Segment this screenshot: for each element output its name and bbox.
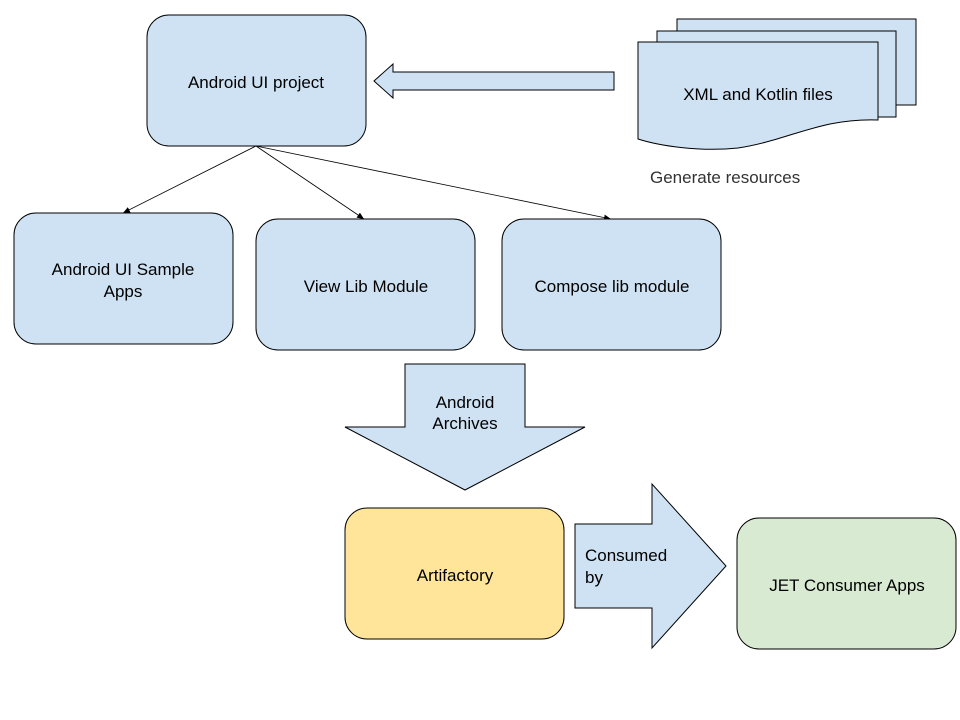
generate-resources-caption: Generate resources [650,168,800,187]
connector-to-sample-apps [122,145,257,214]
consumed-by-arrow: Consumed by [574,482,727,650]
view-lib-module-node: View Lib Module [255,218,476,351]
sample-apps-label-line1: Android UI Sample [52,260,195,279]
android-archives-label-line2: Archives [432,414,497,433]
jet-consumer-apps-label: JET Consumer Apps [769,576,925,595]
consumed-by-label-line1: Consumed [585,546,667,565]
connector-to-compose-lib [255,145,612,221]
view-lib-module-label: View Lib Module [304,277,428,296]
sample-apps-node: Android UI Sample Apps [13,212,234,345]
sample-apps-label-line2: Apps [104,282,143,301]
compose-lib-module-label: Compose lib module [535,277,690,296]
android-ui-project-node: Android UI project [146,14,367,147]
artifactory-label: Artifactory [417,566,494,585]
android-archives-label-line1: Android [436,393,495,412]
consumed-by-label-line2: by [585,568,603,587]
connector-to-view-lib [255,145,365,220]
android-ui-project-label: Android UI project [188,73,324,92]
artifactory-node: Artifactory [344,507,565,640]
compose-lib-module-node: Compose lib module [501,218,722,351]
android-archives-arrow: Android Archives [344,363,586,491]
xml-kotlin-files-label: XML and Kotlin files [683,85,833,104]
xml-kotlin-files-document: XML and Kotlin files [637,18,917,150]
generate-arrow [373,62,615,100]
jet-consumer-apps-node: JET Consumer Apps [736,517,957,650]
